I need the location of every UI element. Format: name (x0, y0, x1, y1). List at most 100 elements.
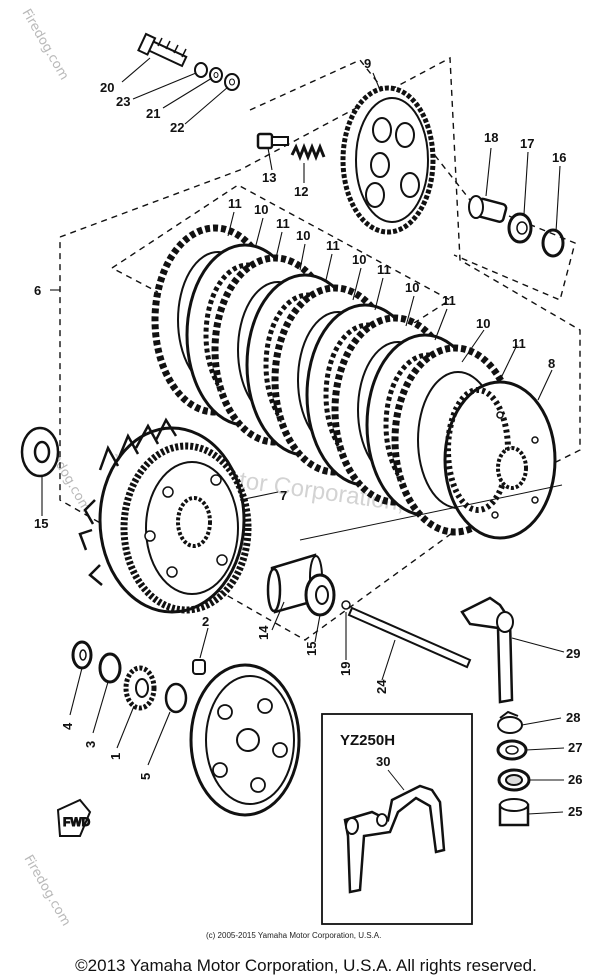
locknut (194, 62, 208, 78)
callout-19: 19 (338, 662, 353, 676)
callout-11: 11 (377, 262, 391, 277)
callout-11: 11 (442, 293, 456, 308)
clutch-boss (443, 380, 557, 540)
nut-lower (71, 640, 93, 670)
pressure-plate-boss (400, 172, 420, 198)
callout-24: 24 (374, 679, 389, 694)
callout-14: 14 (256, 625, 271, 640)
oil-seal-spring (497, 710, 523, 734)
callout-25: 25 (568, 804, 582, 819)
diagram-copyright: (c) 2005-2015 Yamaha Motor Corporation, … (206, 931, 381, 940)
inset-part-number: 30 (376, 754, 390, 769)
callout-10: 10 (296, 228, 310, 243)
pressure-plate-boss (370, 152, 390, 178)
fwd-arrow-mark: FWD (56, 798, 91, 837)
callout-28: 28 (566, 710, 580, 725)
clutch-spring (290, 142, 326, 162)
callout-27: 27 (568, 740, 582, 755)
callout-6: 6 (34, 283, 41, 298)
clutch-housing-hole (166, 566, 178, 578)
callout-10: 10 (254, 202, 268, 217)
push-rod (347, 606, 472, 669)
clutch-housing-hole (162, 486, 174, 498)
thrust-washer (304, 573, 336, 617)
callout-labels: 20 23 21 22 9 13 12 18 17 16 6 11 10 11 … (34, 56, 582, 819)
push-lever (460, 596, 514, 704)
push-rod-bearing (468, 195, 508, 223)
callout-16: 16 (552, 150, 566, 165)
callout-1: 1 (108, 753, 123, 760)
watermark-bottom-left: Firedog.com (21, 853, 74, 929)
callout-11: 11 (228, 196, 242, 211)
pressure-plate-boss (365, 182, 385, 208)
circlip (164, 682, 188, 714)
thrust-washer-left-hole (33, 440, 51, 464)
callout-13: 13 (262, 170, 276, 185)
callout-10: 10 (476, 316, 490, 331)
clutch-boss-hole (496, 411, 504, 419)
washer-small (209, 67, 223, 83)
leader-lines (41, 57, 565, 815)
lock-washer-lower (98, 652, 122, 684)
callout-5: 5 (138, 773, 153, 780)
clutch-housing (78, 417, 252, 614)
clutch-spring-bolt (256, 132, 289, 150)
callout-10: 10 (405, 280, 419, 295)
callout-20: 20 (100, 80, 114, 95)
woodruff-key (192, 659, 206, 675)
fwd-mark-label: FWD (63, 815, 91, 829)
clutch-boss-hole (531, 496, 539, 504)
callout-3: 3 (83, 741, 98, 748)
callout-15-left: 15 (34, 516, 48, 531)
clutch-housing-hole (144, 530, 156, 542)
washer-small-2 (224, 73, 240, 91)
yz250h-inset: YZ250H 30 (321, 713, 473, 925)
clutch-boss-hole (531, 436, 539, 444)
adjusting-screw (137, 32, 188, 68)
lock-washer (541, 228, 565, 258)
callout-18: 18 (484, 130, 498, 145)
pressure-plate-face (355, 97, 429, 223)
pressure-plate-boss (372, 117, 392, 143)
nut (507, 212, 533, 244)
callout-2: 2 (202, 614, 209, 629)
primary-drive-gear (123, 665, 157, 711)
thrust-washer-left (20, 426, 60, 478)
clutch-housing-gear-ring (120, 442, 252, 614)
callout-4: 4 (60, 722, 75, 730)
steel-ball (341, 600, 351, 610)
assembly-axis-line (299, 484, 563, 541)
clutch-housing-hub (176, 496, 212, 548)
inset-title: YZ250H (340, 732, 395, 749)
clutch-housing-hole (210, 474, 222, 486)
lower-right-parts (496, 710, 531, 827)
callout-10: 10 (352, 252, 366, 267)
callout-9: 9 (364, 56, 371, 71)
top-small-parts (137, 32, 565, 258)
callout-26: 26 (568, 772, 582, 787)
callout-23: 23 (116, 94, 130, 109)
callout-11: 11 (326, 238, 340, 253)
oil-seal (496, 739, 528, 761)
lower-left-parts: FWD (56, 640, 301, 837)
bearing (497, 768, 531, 792)
clutch-boss-hole (491, 511, 499, 519)
callout-12: 12 (294, 184, 308, 199)
push-lever-yz250h (343, 784, 446, 894)
callout-29: 29 (566, 646, 580, 661)
pressure-plate (340, 85, 436, 235)
needle-bearing (498, 798, 530, 827)
callout-15: 15 (304, 642, 319, 656)
clutch-housing-hole (216, 554, 228, 566)
footer-copyright: ©2013 Yamaha Motor Corporation, U.S.A. A… (75, 956, 537, 975)
callout-21: 21 (146, 106, 160, 121)
middle-parts (266, 553, 514, 704)
callout-11: 11 (276, 216, 290, 231)
pressure-plate-boss (395, 122, 415, 148)
callout-7: 7 (280, 488, 287, 503)
callout-22: 22 (170, 120, 184, 135)
callout-11: 11 (512, 336, 526, 351)
watermark-top-left: Firedog.com (19, 7, 72, 83)
clutch-housing-fingers (78, 417, 178, 586)
